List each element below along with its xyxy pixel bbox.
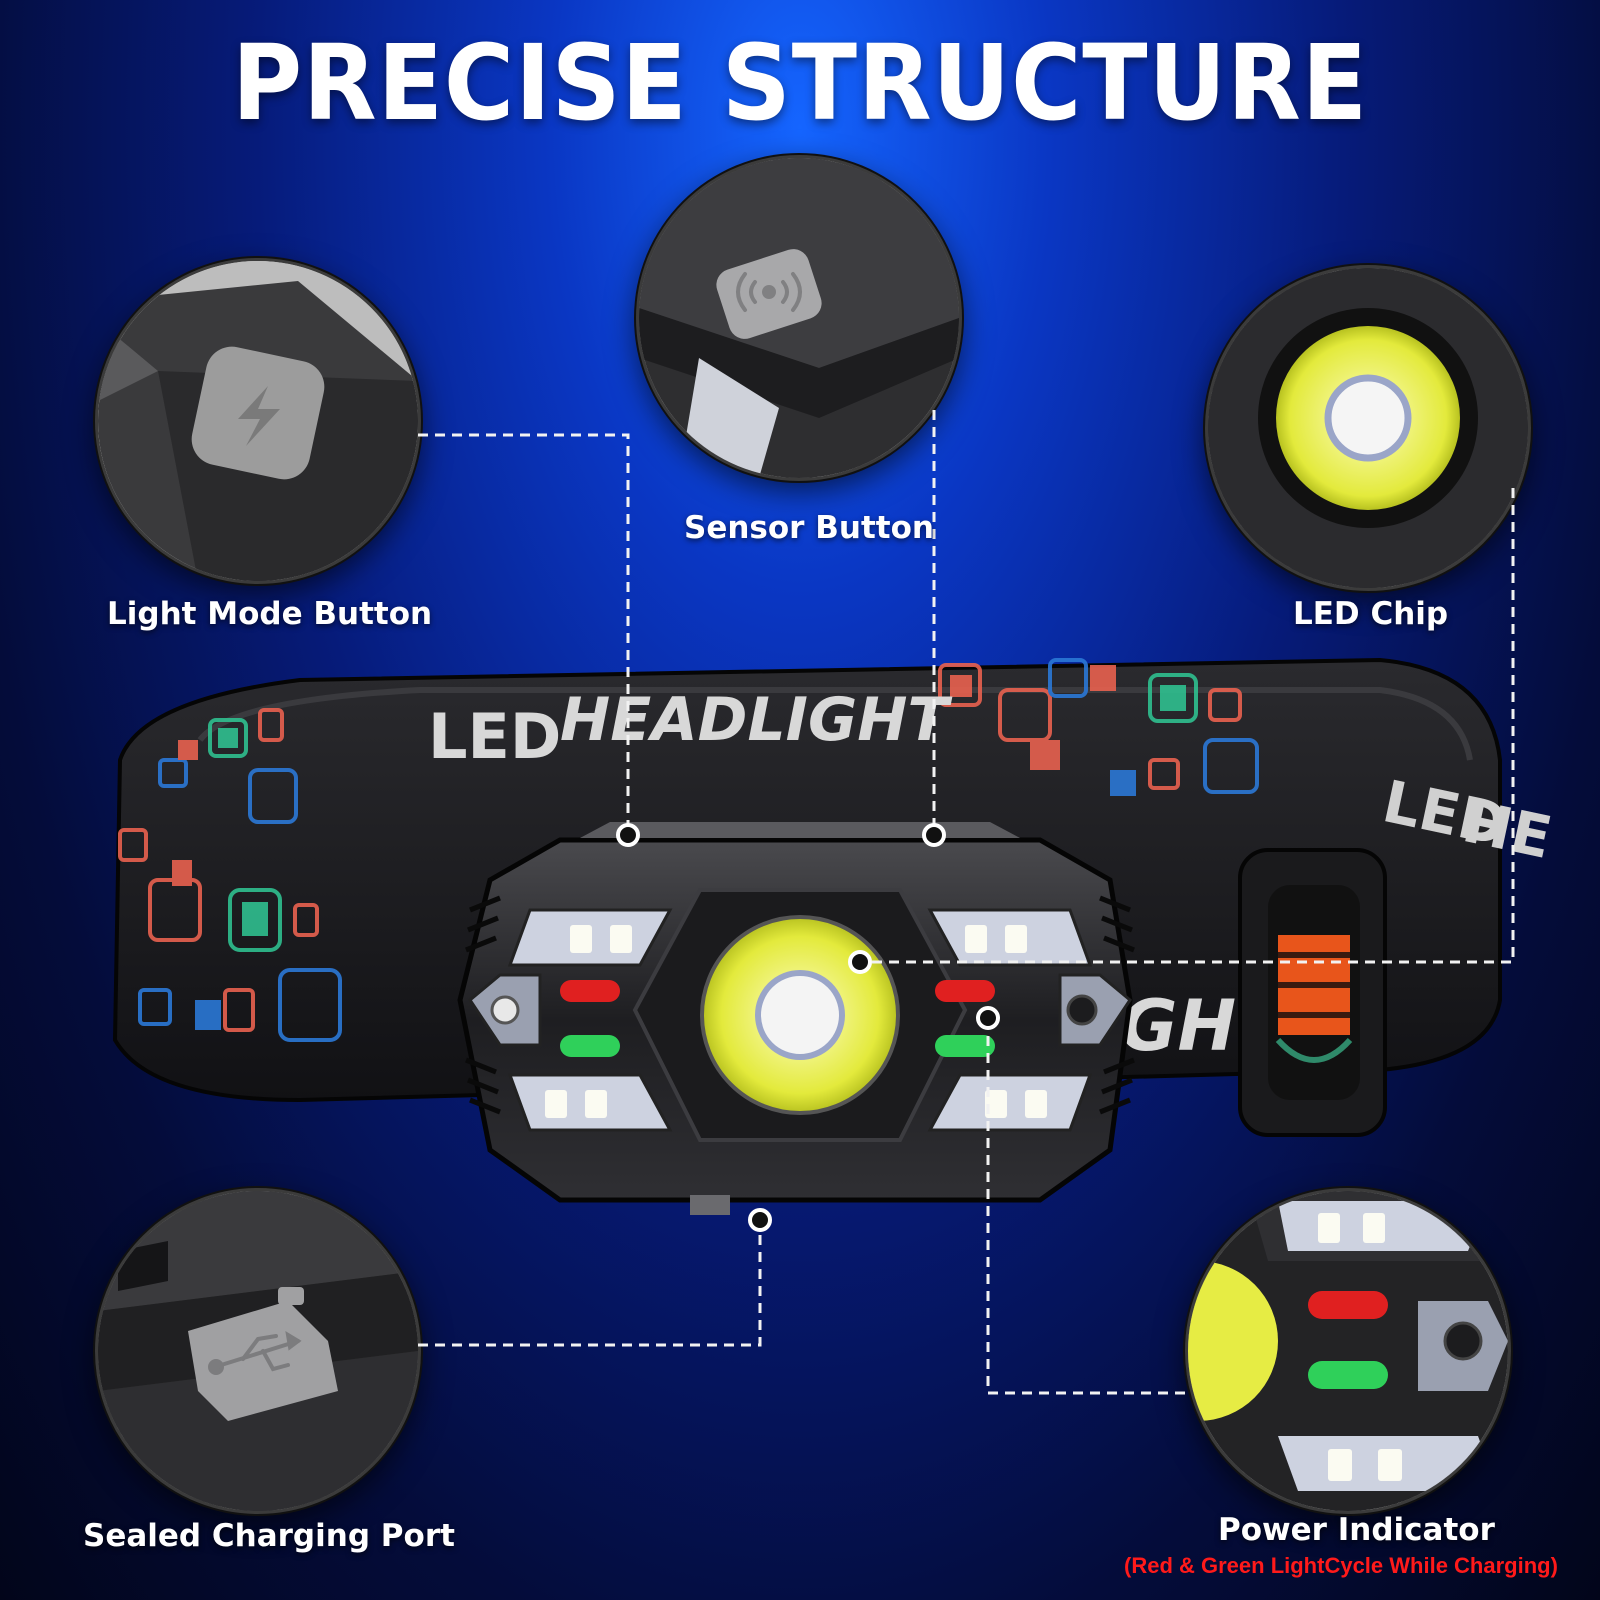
headlamp-body <box>457 822 1135 1215</box>
detail-charging-port <box>95 1188 421 1514</box>
detail-led-chip <box>1205 265 1531 591</box>
label-led-chip: LED Chip <box>1293 596 1449 632</box>
band-text-led: LED <box>428 700 561 773</box>
detail-power-indicator <box>1185 1188 1511 1514</box>
lightning-icon <box>238 386 280 446</box>
label-sealed-charging-port: Sealed Charging Port <box>83 1518 455 1554</box>
label-power-indicator: Power Indicator <box>1218 1512 1495 1548</box>
detail-light-mode-button <box>95 258 421 584</box>
label-light-mode-button: Light Mode Button <box>107 596 433 632</box>
detail-sensor-button <box>636 155 962 481</box>
usb-icon <box>208 1331 302 1375</box>
band-text-headlight: HEADLIGHT <box>560 685 952 755</box>
page-title: PRECISE STRUCTURE <box>232 22 1368 144</box>
band-buckle <box>1238 848 1387 1137</box>
label-power-indicator-note: (Red & Green LightCycle While Charging) <box>1124 1553 1558 1578</box>
wave-sensor-icon <box>736 272 802 312</box>
label-sensor-button: Sensor Button <box>684 510 934 546</box>
